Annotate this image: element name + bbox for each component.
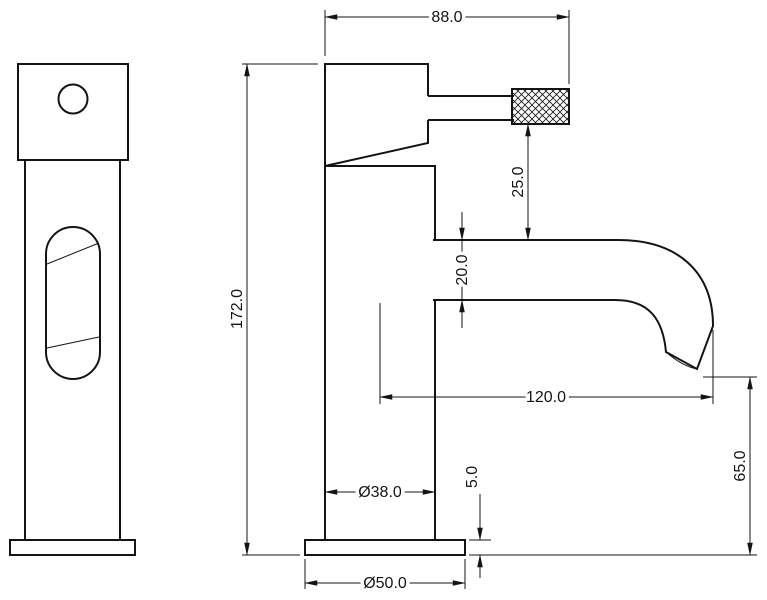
- dim-spout-reach-label: 120.0: [526, 389, 566, 406]
- dim-handle-clearance-label: 25.0: [510, 166, 527, 197]
- front-handle-seam-top: [46, 242, 100, 265]
- front-handle-lever: [45, 226, 101, 380]
- spout-outlet-opening: [665, 351, 698, 370]
- front-base-plate: [9, 539, 136, 556]
- spout: [433, 239, 715, 371]
- front-view: [9, 63, 136, 556]
- dim-top-width-label: 88.0: [431, 9, 462, 26]
- dim-outlet-height-label: 65.0: [732, 450, 749, 481]
- dim-base-thickness-label: 5.0: [464, 466, 481, 488]
- side-handle-housing: [324, 63, 429, 167]
- front-cap: [17, 63, 129, 161]
- dim-base-diameter-label: Ø50.0: [363, 575, 407, 592]
- side-handle-bar: [428, 95, 514, 121]
- dim-body-diameter-label: Ø38.0: [358, 484, 402, 501]
- front-cap-button: [57, 83, 89, 115]
- dim-spout-tube-label: 20.0: [454, 254, 471, 285]
- knurled-grip: [511, 88, 570, 125]
- side-base-plate: [304, 539, 466, 556]
- front-handle-seam-bottom: [46, 336, 100, 349]
- dim-total-height-label: 172.0: [229, 289, 246, 329]
- dimensions: 88.0 172.0 25.0 20.0 120.0 65.0 5.0 Ø38.…: [226, 6, 757, 596]
- side-view: [304, 63, 715, 556]
